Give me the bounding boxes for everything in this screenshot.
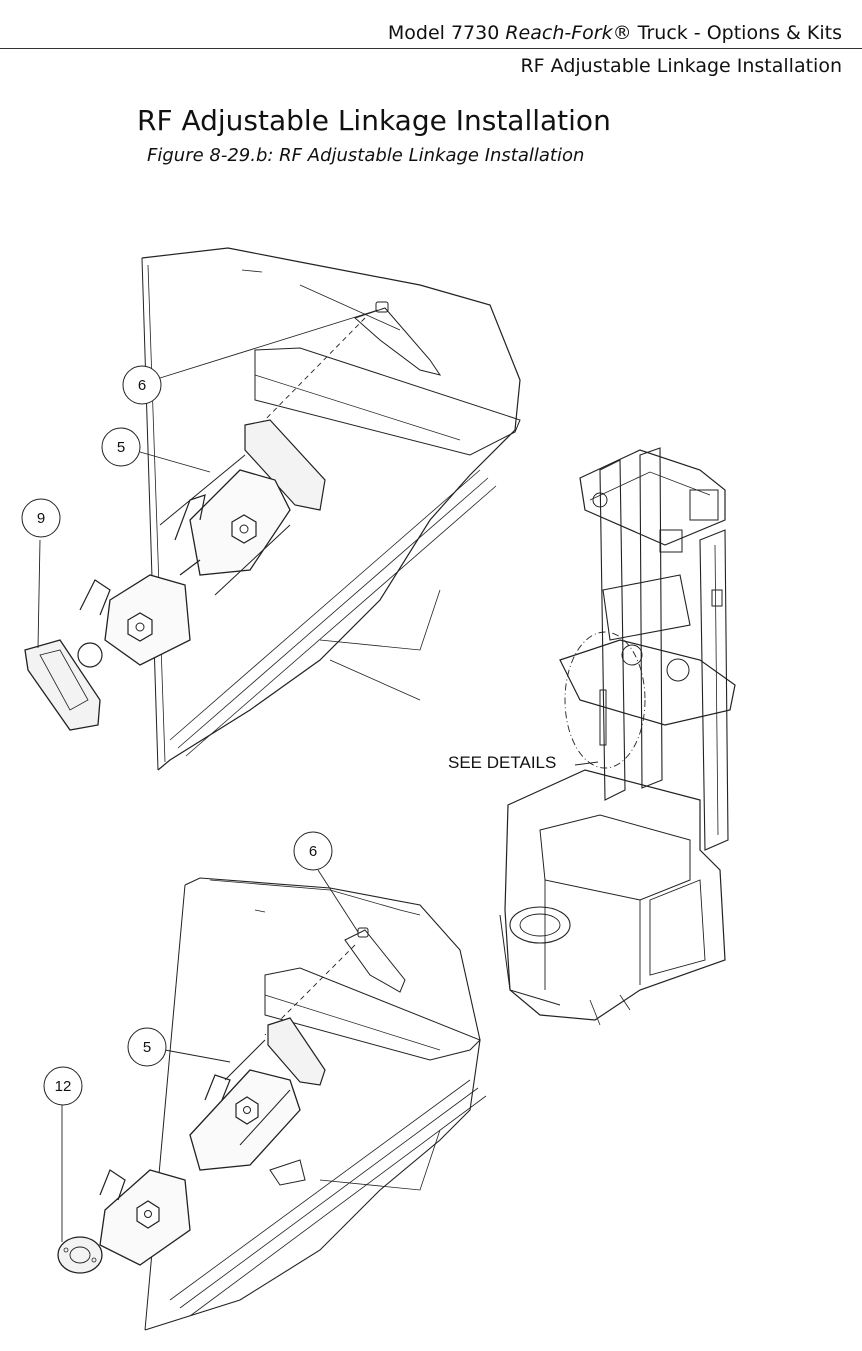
bottom-round-plate xyxy=(57,1236,103,1274)
header-model-prefix: Model 7730 xyxy=(387,22,506,44)
callout-bottom-5 xyxy=(127,1027,167,1067)
see-details-label: SEE DETAILS xyxy=(448,753,556,772)
header-model-italic: Reach-Fork xyxy=(505,22,613,44)
bottom-hex-bolt xyxy=(235,1096,259,1125)
header-section: RF Adjustable Linkage Installation xyxy=(520,55,842,77)
top-tube xyxy=(254,347,521,456)
header-title: Model 7730 Reach-Fork® Truck - Options &… xyxy=(388,22,842,44)
top-frame-outline xyxy=(141,247,521,771)
callout-top-5-label: 5 xyxy=(117,439,125,456)
bottom-bracket xyxy=(344,929,406,993)
bottom-detail-view: 6 5 12 xyxy=(43,831,487,1331)
callout-bottom-6-label: 6 xyxy=(309,843,317,860)
top-bracket xyxy=(354,307,442,376)
callout-top-9-label: 9 xyxy=(37,510,45,527)
figure-caption: Figure 8-29.b: RF Adjustable Linkage Ins… xyxy=(147,145,585,166)
callout-bottom-5-label: 5 xyxy=(143,1039,151,1056)
mast-left-upright xyxy=(599,459,626,801)
top-hex-bolt xyxy=(231,514,257,544)
callout-bottom-12 xyxy=(43,1066,83,1106)
callout-top-6-label: 6 xyxy=(138,377,146,394)
top-detail-view: 6 5 9 xyxy=(21,247,521,771)
top-base-plate xyxy=(244,419,326,511)
bottom-tube xyxy=(264,967,481,1061)
bottom-base-plate xyxy=(267,1017,326,1086)
mast-right-upright xyxy=(699,529,729,851)
carriage-guard xyxy=(559,639,736,726)
truck-overview: SEE DETAILS xyxy=(448,447,736,1026)
callout-bottom-6 xyxy=(293,831,333,871)
bottom-frame-outline xyxy=(144,877,481,1331)
header-rule xyxy=(0,48,862,49)
header-model-suffix: ® Truck - Options & Kits xyxy=(612,22,842,44)
callout-top-6 xyxy=(122,365,162,405)
page-title: RF Adjustable Linkage Installation xyxy=(137,104,611,137)
top-mount-plate xyxy=(24,639,101,731)
callout-top-5 xyxy=(101,427,141,467)
callout-top-9 xyxy=(21,498,61,538)
callout-bottom-12-label: 12 xyxy=(55,1078,72,1095)
truck-chassis xyxy=(504,769,726,1021)
